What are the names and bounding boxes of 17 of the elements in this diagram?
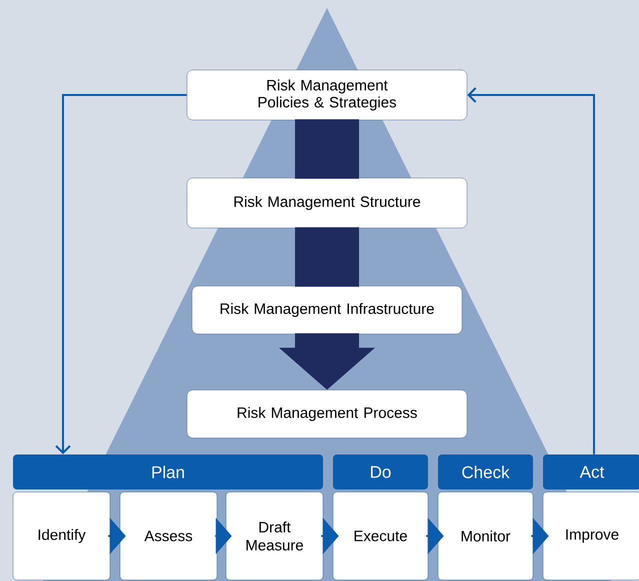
- feedback-arrow: [467, 87, 595, 454]
- phase-header: Plan: [13, 454, 323, 490]
- step-box: Assess: [120, 492, 218, 580]
- step-box: Draft Measure: [226, 492, 324, 580]
- feedback-arrow: [55, 94, 187, 454]
- step-box: Improve: [542, 492, 639, 580]
- risk-level-box: Risk Management Policies & Strategies: [186, 70, 468, 120]
- risk-level-box: Risk Management Process: [186, 390, 468, 438]
- risk-level-box: Risk Management Structure: [186, 178, 468, 228]
- down-arrow: [279, 333, 375, 390]
- step-box: Monitor: [438, 492, 534, 580]
- phase-header: Act: [543, 454, 639, 490]
- step-box: Execute: [332, 492, 428, 580]
- risk-level-box: Risk Management Infrastructure: [192, 286, 462, 334]
- phase-header: Check: [438, 454, 533, 490]
- step-box: Identify: [12, 492, 110, 580]
- phase-header: Do: [333, 454, 428, 490]
